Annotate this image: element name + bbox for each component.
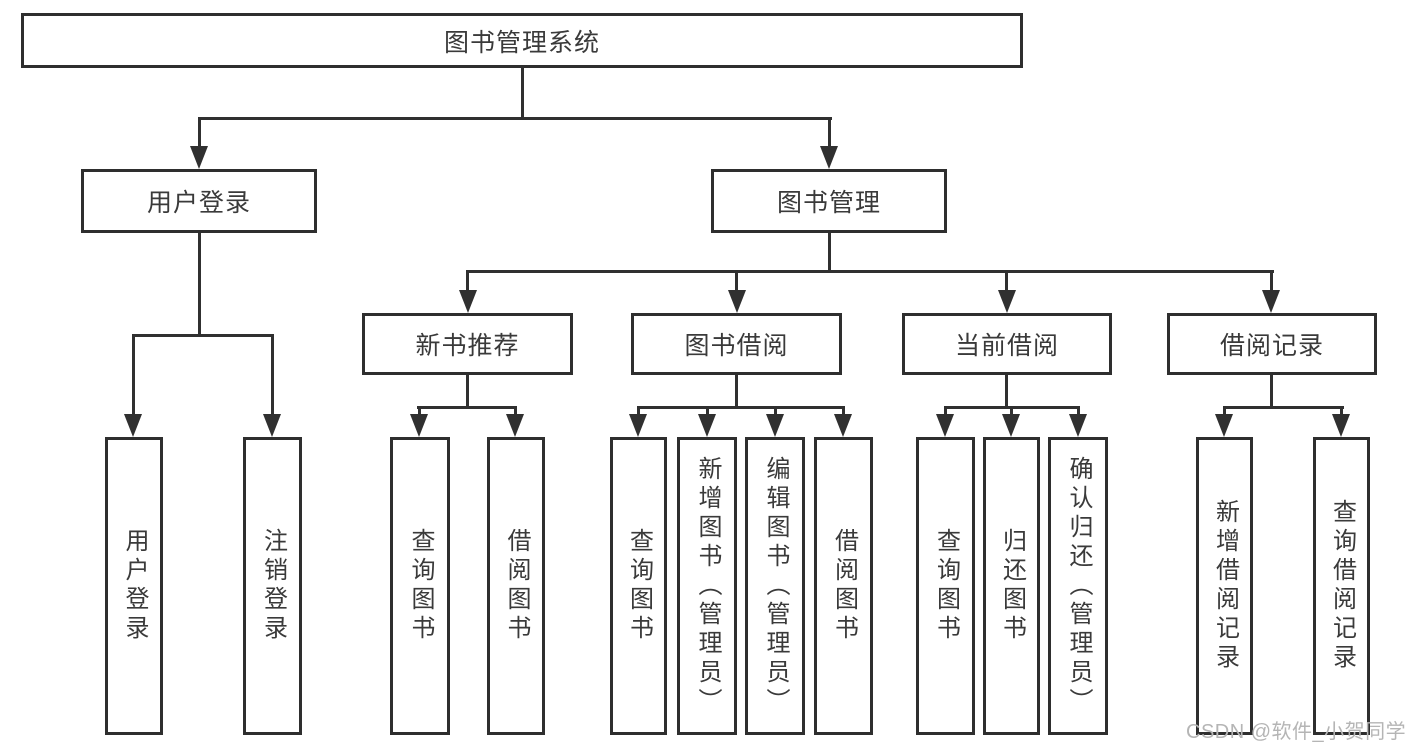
connector-drop-leaf <box>944 406 947 416</box>
leaf-query-borrow-record-label: 查询借阅记录 <box>1328 499 1356 673</box>
leaf-borrow-book-2: 借阅图书 <box>814 437 873 735</box>
leaf-borrow-book-2-label: 借阅图书 <box>830 528 858 644</box>
leaf-logout-label: 注销登录 <box>259 528 287 644</box>
leaf-confirm-return-admin: 确认归还（管理员） <box>1048 437 1108 735</box>
connector-drop-book-borrow <box>735 270 738 292</box>
node-book-borrow: 图书借阅 <box>631 313 842 375</box>
leaf-borrow-book-1-label: 借阅图书 <box>503 528 530 644</box>
arrow-down-icon <box>190 146 208 169</box>
leaf-query-book-1: 查询图书 <box>390 437 450 735</box>
arrow-down-icon <box>936 414 954 437</box>
arrow-down-icon <box>263 414 281 437</box>
arrow-down-icon <box>1002 414 1020 437</box>
node-current-borrow-label: 当前借阅 <box>954 332 1059 360</box>
connector-group2-rail <box>637 406 845 409</box>
node-root: 图书管理系统 <box>21 13 1023 68</box>
csdn-watermark: CSDN @软件_小贺同学 <box>1186 721 1405 743</box>
leaf-edit-book-admin: 编辑图书（管理员） <box>745 437 805 735</box>
leaf-query-book-2-label: 查询图书 <box>625 528 653 644</box>
leaf-add-borrow-record: 新增借阅记录 <box>1196 437 1253 735</box>
connector-group1-rail <box>417 406 517 409</box>
node-new-book-recommend-label: 新书推荐 <box>415 332 520 360</box>
connector-new-book-recommend-stem <box>466 375 469 408</box>
leaf-query-book-1-label: 查询图书 <box>407 528 434 644</box>
arrow-down-icon <box>834 414 852 437</box>
arrow-down-icon <box>1069 414 1087 437</box>
connector-drop-borrow-records <box>1270 270 1273 292</box>
node-current-borrow: 当前借阅 <box>902 313 1112 375</box>
connector-user-login-rail <box>132 334 274 337</box>
leaf-query-book-3-label: 查询图书 <box>932 528 960 644</box>
arrow-down-icon <box>698 414 716 437</box>
connector-drop-leaf-logout <box>271 334 274 416</box>
leaf-add-book-admin-label: 新增图书（管理员） <box>694 455 721 717</box>
node-user-login: 用户登录 <box>81 169 317 233</box>
connector-level3-rail <box>466 270 1274 273</box>
arrow-down-icon <box>766 414 784 437</box>
connector-user-login-stem <box>198 233 201 336</box>
leaf-add-borrow-record-label: 新增借阅记录 <box>1211 499 1239 673</box>
leaf-add-book-admin: 新增图书（管理员） <box>677 437 737 735</box>
leaf-query-borrow-record: 查询借阅记录 <box>1313 437 1370 735</box>
node-book-management: 图书管理 <box>711 169 947 233</box>
arrow-down-icon <box>1262 290 1280 313</box>
connector-drop-leaf <box>1010 406 1013 416</box>
arrow-down-icon <box>629 414 647 437</box>
connector-drop-user-login <box>198 117 201 149</box>
node-borrow-records-label: 借阅记录 <box>1219 332 1324 360</box>
arrow-down-icon <box>1332 414 1350 437</box>
connector-book-management-stem <box>828 233 831 273</box>
arrow-down-icon <box>459 290 477 313</box>
arrow-down-icon <box>506 414 524 437</box>
arrow-down-icon <box>998 290 1016 313</box>
connector-drop-new-book-recommend <box>466 270 469 292</box>
connector-drop-leaf <box>1223 406 1226 416</box>
connector-drop-leaf-user-login <box>132 334 135 416</box>
leaf-return-book-label: 归还图书 <box>998 528 1026 644</box>
node-borrow-records: 借阅记录 <box>1167 313 1377 375</box>
leaf-query-book-3: 查询图书 <box>916 437 975 735</box>
connector-borrow-records-stem <box>1270 375 1273 408</box>
connector-drop-current-borrow <box>1005 270 1008 292</box>
leaf-user-login: 用户登录 <box>105 437 163 735</box>
leaf-return-book: 归还图书 <box>983 437 1040 735</box>
node-book-management-label: 图书管理 <box>776 189 881 217</box>
connector-drop-leaf <box>842 406 845 416</box>
connector-drop-leaf <box>1340 406 1343 416</box>
arrow-down-icon <box>1215 414 1233 437</box>
connector-book-borrow-stem <box>735 375 738 408</box>
connector-root-stem <box>521 66 524 120</box>
leaf-borrow-book-1: 借阅图书 <box>487 437 545 735</box>
arrow-down-icon <box>124 414 142 437</box>
node-root-label: 图书管理系统 <box>443 28 600 57</box>
connector-drop-leaf <box>1077 406 1080 416</box>
node-user-login-label: 用户登录 <box>146 189 251 217</box>
leaf-confirm-return-admin-label: 确认归还（管理员） <box>1065 455 1092 717</box>
node-book-borrow-label: 图书借阅 <box>684 332 789 360</box>
connector-drop-leaf <box>706 406 709 416</box>
connector-drop-book-management <box>828 117 831 149</box>
connector-drop-leaf <box>418 406 421 416</box>
connector-drop-leaf <box>774 406 777 416</box>
arrow-down-icon <box>410 414 428 437</box>
leaf-user-login-label: 用户登录 <box>121 528 148 644</box>
node-new-book-recommend: 新书推荐 <box>362 313 573 375</box>
leaf-logout: 注销登录 <box>243 437 302 735</box>
connector-level1-rail <box>198 117 832 120</box>
connector-current-borrow-stem <box>1005 375 1008 408</box>
arrow-down-icon <box>820 146 838 169</box>
connector-drop-leaf <box>514 406 517 416</box>
leaf-edit-book-admin-label: 编辑图书（管理员） <box>762 455 789 717</box>
leaf-query-book-2: 查询图书 <box>610 437 667 735</box>
connector-group4-rail <box>1223 406 1344 409</box>
connector-drop-leaf <box>637 406 640 416</box>
arrow-down-icon <box>728 290 746 313</box>
